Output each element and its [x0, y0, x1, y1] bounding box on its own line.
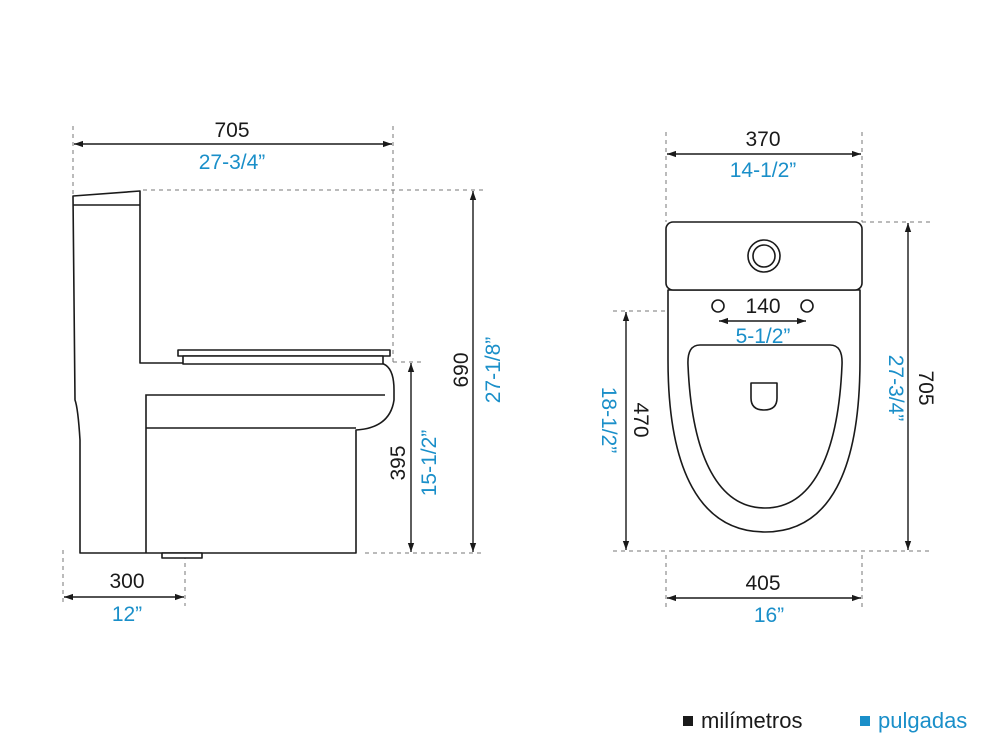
legend-metric-label: milímetros [701, 708, 803, 733]
blue-square-icon [860, 716, 870, 726]
rough-in-in: 12” [112, 603, 142, 626]
bowl-length-mm: 470 [629, 402, 652, 437]
black-square-icon [683, 716, 693, 726]
side-height-in: 27-1/8” [482, 337, 505, 404]
toilet-top-profile [665, 221, 863, 533]
seat-height-mm: 395 [387, 445, 410, 480]
bowl-length-in: 18-1/2” [597, 387, 620, 454]
tank-width-mm: 370 [745, 128, 780, 151]
bolt-hole-right [800, 299, 814, 313]
side-height-mm: 690 [450, 352, 473, 387]
drain-icon [750, 382, 778, 411]
bolt-hole-left [711, 299, 725, 313]
side-length-in: 27-3/4” [199, 151, 266, 174]
tank-width-in: 14-1/2” [730, 159, 797, 182]
top-extension-lines [613, 132, 932, 607]
legend-imperial: pulgadas [860, 708, 967, 734]
seat-height-in: 15-1/2” [418, 430, 441, 497]
top-view: 370 14-1/2” 705 27-3/4” 470 18-1/2” 140 … [597, 128, 937, 627]
legend-metric: milímetros [683, 708, 802, 734]
side-view: 705 27-3/4” 690 27-1/8” 395 15-1/2” 300 … [62, 119, 505, 626]
side-length-mm: 705 [214, 119, 249, 142]
bolt-spacing-mm: 140 [745, 295, 780, 318]
top-length-in: 27-3/4” [884, 355, 907, 422]
side-extension-lines [62, 126, 484, 606]
toilet-side-profile [72, 190, 395, 559]
bolt-spacing-in: 5-1/2” [736, 325, 791, 348]
rough-in-mm: 300 [109, 570, 144, 593]
top-length-mm: 705 [914, 370, 937, 405]
base-width-mm: 405 [745, 572, 780, 595]
legend-imperial-label: pulgadas [878, 708, 968, 733]
base-width-in: 16” [754, 604, 784, 627]
